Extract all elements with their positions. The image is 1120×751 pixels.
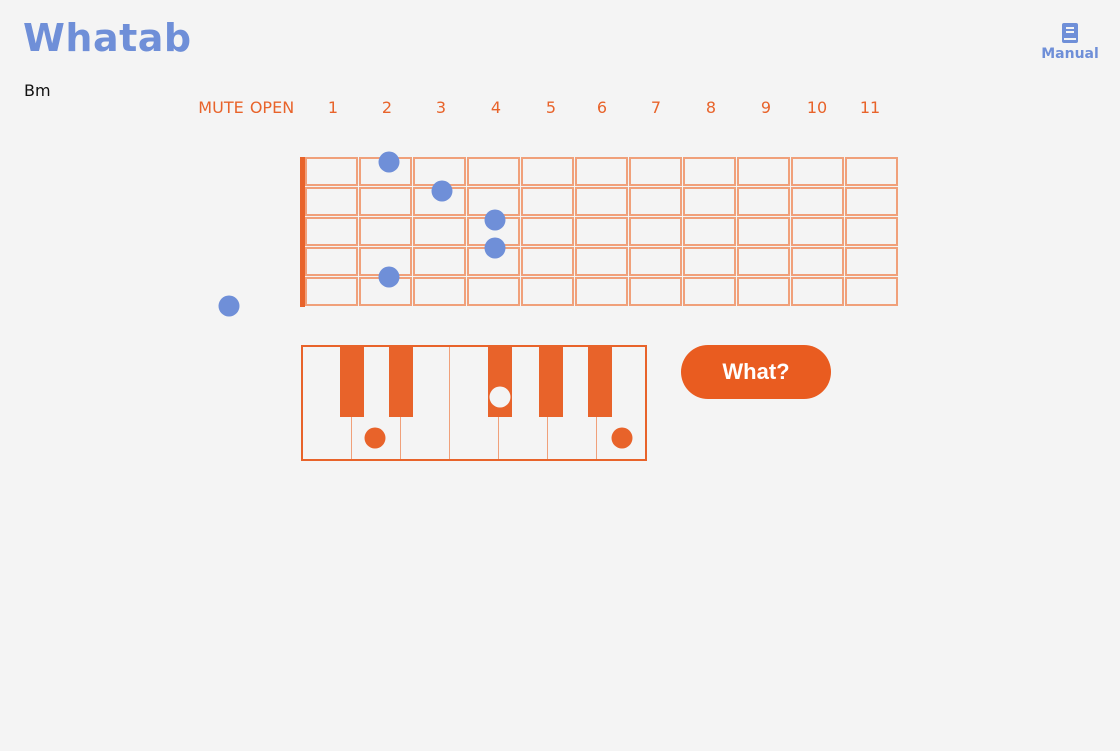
fret-cell[interactable] <box>575 217 628 246</box>
fret-cell[interactable] <box>521 187 574 216</box>
fret-cell[interactable] <box>683 217 736 246</box>
fret-cell[interactable] <box>629 217 682 246</box>
fret-label-10[interactable]: 10 <box>806 98 828 117</box>
note-dot[interactable] <box>431 180 453 202</box>
fret-cell[interactable] <box>845 277 898 306</box>
mute-dot[interactable] <box>218 295 240 317</box>
fret-label-9[interactable]: 9 <box>760 98 772 117</box>
black-key-d-sharp[interactable] <box>389 347 413 417</box>
note-dot[interactable] <box>378 151 400 173</box>
fret-cell[interactable] <box>305 247 358 276</box>
fret-cell[interactable] <box>305 277 358 306</box>
fret-cell[interactable] <box>791 157 844 186</box>
fret-label-3[interactable]: 3 <box>435 98 447 117</box>
fret-cell[interactable] <box>845 187 898 216</box>
manual-label: Manual <box>1041 46 1099 62</box>
note-dot[interactable] <box>484 237 506 259</box>
fret-cell[interactable] <box>683 247 736 276</box>
fret-cell[interactable] <box>629 187 682 216</box>
note-dot[interactable] <box>484 209 506 231</box>
fret-cell[interactable] <box>575 247 628 276</box>
book-icon <box>1062 23 1078 43</box>
manual-button[interactable]: Manual <box>1038 22 1102 62</box>
fret-cell[interactable] <box>845 157 898 186</box>
fret-cell[interactable] <box>737 157 790 186</box>
fret-cell[interactable] <box>575 277 628 306</box>
fret-cell[interactable] <box>305 157 358 186</box>
fret-cell[interactable] <box>359 217 412 246</box>
chord-name: Bm <box>24 81 51 100</box>
fretboard-nut <box>300 157 305 307</box>
fret-cell[interactable] <box>629 247 682 276</box>
fret-label-6[interactable]: 6 <box>596 98 608 117</box>
fret-cell[interactable] <box>791 277 844 306</box>
fret-label-4[interactable]: 4 <box>490 98 502 117</box>
fret-cell[interactable] <box>845 217 898 246</box>
fret-cell[interactable] <box>683 187 736 216</box>
fret-cell[interactable] <box>845 247 898 276</box>
fret-cell[interactable] <box>467 277 520 306</box>
fret-cell[interactable] <box>521 247 574 276</box>
black-key-c-sharp[interactable] <box>340 347 364 417</box>
fret-cell[interactable] <box>413 217 466 246</box>
fret-label-5[interactable]: 5 <box>545 98 557 117</box>
fret-cell[interactable] <box>305 217 358 246</box>
fret-cell[interactable] <box>791 217 844 246</box>
fret-cell[interactable] <box>683 277 736 306</box>
fret-cell[interactable] <box>413 277 466 306</box>
black-key-g-sharp[interactable] <box>539 347 563 417</box>
fret-cell[interactable] <box>521 277 574 306</box>
fret-cell[interactable] <box>359 187 412 216</box>
fret-cell[interactable] <box>521 217 574 246</box>
piano-keyboard[interactable] <box>301 345 647 461</box>
fret-cell[interactable] <box>521 157 574 186</box>
fret-cell[interactable] <box>305 187 358 216</box>
fret-label-11[interactable]: 11 <box>859 98 881 117</box>
fret-label-1[interactable]: 1 <box>327 98 339 117</box>
fret-label-8[interactable]: 8 <box>705 98 717 117</box>
what-button[interactable]: What? <box>681 345 831 399</box>
fret-cell[interactable] <box>467 157 520 186</box>
piano-note-dot-f-sharp <box>489 386 511 408</box>
white-key-e[interactable] <box>401 347 450 459</box>
fret-cell[interactable] <box>683 157 736 186</box>
fret-labels: MUTE OPEN 1 2 3 4 5 6 7 8 9 10 11 <box>0 98 1120 122</box>
fret-cell[interactable] <box>413 247 466 276</box>
fret-cell[interactable] <box>737 217 790 246</box>
fret-cell[interactable] <box>575 157 628 186</box>
fret-cell[interactable] <box>737 247 790 276</box>
fret-cell[interactable] <box>629 277 682 306</box>
fret-label-2[interactable]: 2 <box>381 98 393 117</box>
fret-label-7[interactable]: 7 <box>650 98 662 117</box>
piano-note-dot-b <box>611 427 633 449</box>
fret-cell[interactable] <box>737 277 790 306</box>
note-dot[interactable] <box>378 266 400 288</box>
black-key-a-sharp[interactable] <box>588 347 612 417</box>
fret-cell[interactable] <box>575 187 628 216</box>
app-title: Whatab <box>23 16 192 60</box>
fret-cell[interactable] <box>629 157 682 186</box>
fret-label-mute[interactable]: MUTE <box>198 98 244 117</box>
piano-note-dot-d <box>364 427 386 449</box>
fret-cell[interactable] <box>791 247 844 276</box>
fret-label-open[interactable]: OPEN <box>249 98 295 117</box>
fret-cell[interactable] <box>791 187 844 216</box>
fret-cell[interactable] <box>737 187 790 216</box>
